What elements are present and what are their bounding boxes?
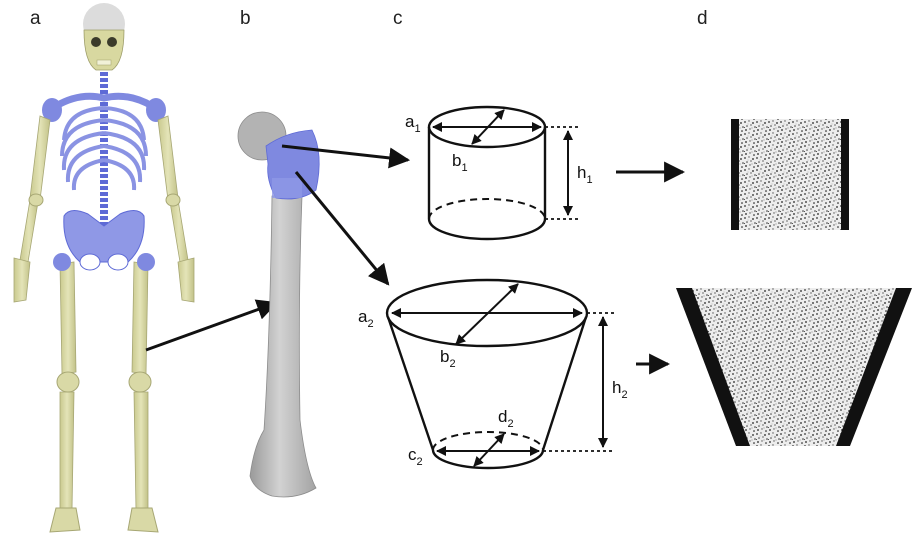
left-foot xyxy=(49,507,81,533)
frustum-diameter-d2 xyxy=(473,433,505,467)
femur-shaft xyxy=(249,195,317,498)
cylinder-model xyxy=(731,119,849,230)
arrow-skeleton-to-femur xyxy=(145,299,278,352)
legs xyxy=(59,261,149,511)
left-knee xyxy=(56,371,80,393)
panel-label-a: a xyxy=(30,8,41,29)
cylinder-model-right-wall xyxy=(841,119,849,230)
cylinder-model-fill xyxy=(735,119,845,230)
label-h1: h1 xyxy=(577,163,593,186)
frustum-model xyxy=(676,288,912,446)
frustum-model-right-wall xyxy=(836,288,912,446)
frustum-model-fill xyxy=(688,288,898,446)
right-knee xyxy=(128,371,152,393)
clavicles xyxy=(54,92,154,110)
frustum-model-left-wall xyxy=(676,288,750,446)
label-b2: b2 xyxy=(440,347,456,370)
arms xyxy=(13,115,195,303)
skeleton-illustration xyxy=(13,3,195,533)
ribcage xyxy=(60,106,148,191)
right-foot xyxy=(127,507,159,533)
arrow-femur-to-frustum xyxy=(294,171,390,286)
label-d2: d2 xyxy=(498,407,514,430)
cylinder-diameter-b1 xyxy=(471,109,505,145)
panel-label-b: b xyxy=(240,8,251,29)
pelvis xyxy=(63,210,145,263)
label-a1: a1 xyxy=(405,112,421,135)
label-c2: c2 xyxy=(408,445,423,468)
label-b1: b1 xyxy=(452,151,468,174)
label-h2: h2 xyxy=(612,378,628,401)
label-a2: a2 xyxy=(358,307,374,330)
frustum-diameter-b2 xyxy=(455,283,519,345)
femur-illustration xyxy=(237,111,320,498)
panel-label-d: d xyxy=(697,8,708,29)
frustum-diagram: a2 b2 c2 d2 h2 xyxy=(358,278,628,470)
cylinder-model-left-wall xyxy=(731,119,739,230)
panel-label-c: c xyxy=(393,8,403,29)
arrow-femur-to-cylinder xyxy=(281,144,411,169)
cylinder-diagram: a1 b1 h1 xyxy=(405,105,593,241)
